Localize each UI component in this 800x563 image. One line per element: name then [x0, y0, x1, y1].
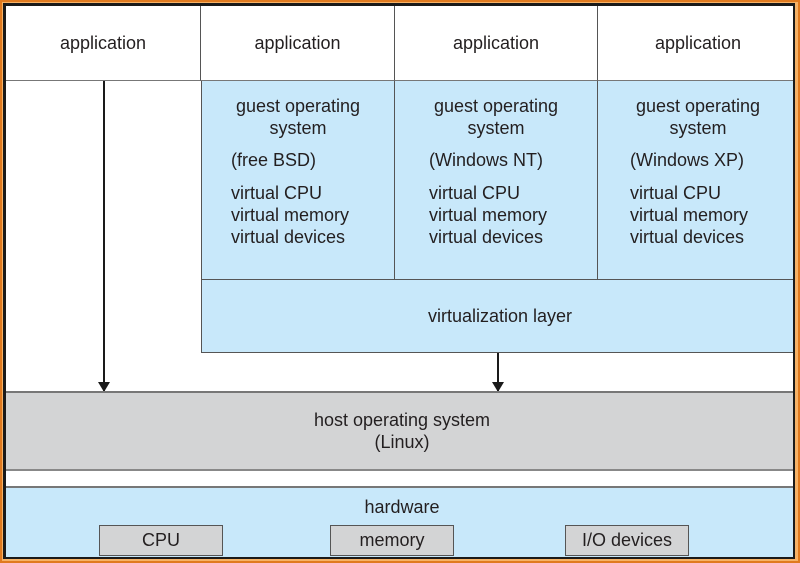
virtual-memory: virtual memory	[429, 205, 548, 225]
arrow-application-to-host-icon	[98, 81, 110, 392]
hardware-cpu-label: CPU	[141, 530, 180, 550]
application-label: application	[59, 32, 147, 53]
virtual-cpu: virtual CPU	[630, 183, 722, 203]
hardware-io-devices: I/O devices	[565, 525, 689, 556]
hardware-memory: memory	[330, 525, 454, 556]
hardware-memory-label: memory	[359, 530, 425, 550]
guest-os-title: guest operating system	[598, 95, 793, 139]
virtual-devices: virtual devices	[630, 227, 745, 247]
virtualization-diagram: application application application appl…	[3, 3, 795, 559]
host-application-box: application	[6, 6, 201, 81]
virtual-memory: virtual memory	[231, 205, 350, 225]
guest-os-box-freebsd: guest operating system (free BSD) virtua…	[201, 81, 395, 280]
virtual-resources-list: virtual CPU virtual memory virtual devic…	[598, 182, 793, 248]
host-os-name: (Linux)	[374, 432, 430, 452]
virtual-cpu: virtual CPU	[429, 183, 521, 203]
virtual-devices: virtual devices	[231, 227, 346, 247]
host-os-label: host operating system	[313, 410, 491, 430]
host-operating-system: host operating system (Linux)	[6, 391, 793, 471]
application-label: application	[254, 32, 341, 53]
guest-application-box-2: application	[395, 6, 598, 81]
guest-os-title-line2: system	[269, 118, 327, 138]
virtualization-layer-label: virtualization layer	[427, 305, 573, 326]
virtual-resources-list: virtual CPU virtual memory virtual devic…	[202, 182, 394, 248]
virtual-memory: virtual memory	[630, 205, 749, 225]
virtualization-layer: virtualization layer	[201, 280, 793, 353]
virtual-resources-list: virtual CPU virtual memory virtual devic…	[395, 182, 597, 248]
guest-os-title: guest operating system	[202, 95, 394, 139]
guest-os-title-line1: guest operating	[635, 96, 761, 116]
hardware-cpu: CPU	[99, 525, 223, 556]
guest-application-box-3: application	[598, 6, 793, 81]
guest-os-title-line2: system	[467, 118, 525, 138]
guest-os-box-windows-nt: guest operating system (Windows NT) virt…	[395, 81, 598, 280]
application-label: application	[452, 32, 540, 53]
hardware-label: hardware	[364, 497, 440, 517]
hardware-io-devices-label: I/O devices	[581, 530, 673, 550]
guest-application-box-1: application	[201, 6, 395, 81]
virtual-cpu: virtual CPU	[231, 183, 323, 203]
guest-os-title-line2: system	[669, 118, 727, 138]
guest-os-title: guest operating system	[395, 95, 597, 139]
guest-os-title-line1: guest operating	[433, 96, 559, 116]
hardware-layer: hardware CPU memory I/O devices	[6, 486, 793, 557]
application-label: application	[654, 32, 742, 53]
guest-os-title-line1: guest operating	[235, 96, 361, 116]
guest-os-name: (free BSD)	[231, 150, 317, 170]
guest-os-name: (Windows XP)	[630, 150, 745, 170]
guest-os-box-windows-xp: guest operating system (Windows XP) virt…	[598, 81, 793, 280]
guest-os-name: (Windows NT)	[429, 150, 544, 170]
arrow-virtualization-to-host-icon	[492, 353, 504, 392]
virtual-devices: virtual devices	[429, 227, 544, 247]
